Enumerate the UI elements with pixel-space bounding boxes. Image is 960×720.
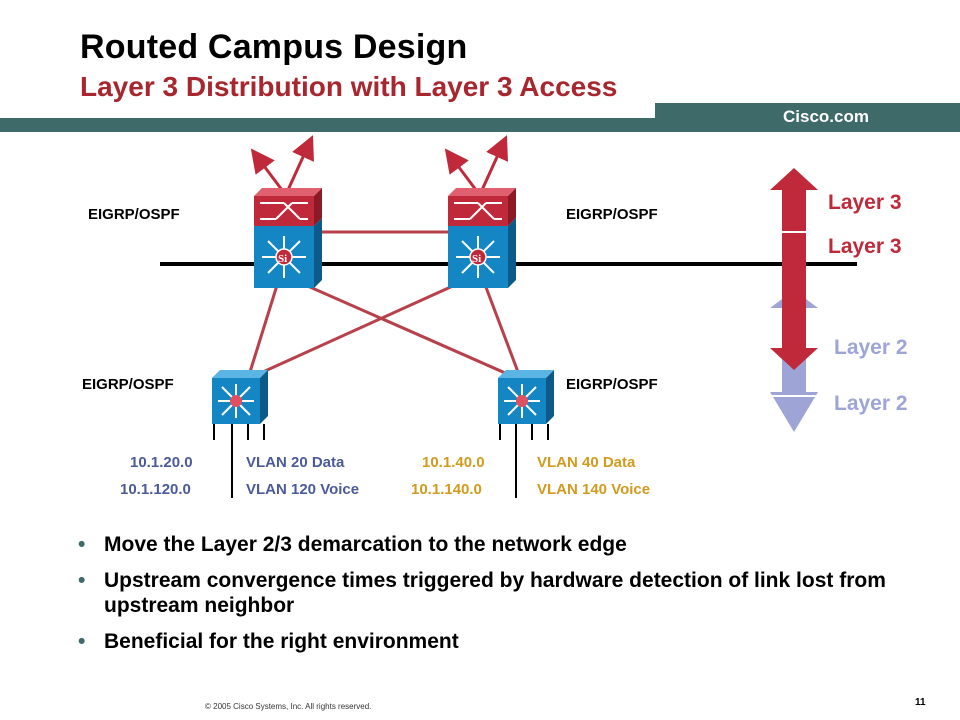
bullet-dot-icon: • (78, 533, 86, 556)
protocol-label-distribution-left: EIGRP/OSPF (88, 206, 180, 223)
bullet-text: Upstream convergence times triggered by … (104, 569, 886, 617)
subnet-network-left-voice: 10.1.120.0 (120, 481, 191, 498)
access-switch-left (212, 370, 268, 498)
bullet-item: • Move the Layer 2/3 demarcation to the n… (78, 532, 918, 557)
subnet-vlan-right-data: VLAN 40 Data (537, 454, 636, 471)
access-switch-right (498, 370, 554, 498)
slide-title: Routed Campus Design (80, 28, 468, 66)
protocol-label-distribution-right: EIGRP/OSPF (566, 206, 658, 223)
bullet-text: Beneficial for the right environment (104, 630, 459, 653)
bullet-list: • Move the Layer 2/3 demarcation to the n… (78, 532, 918, 665)
network-links (248, 230, 520, 378)
cisco-logo: Cisco.com (783, 107, 869, 126)
layer-label-3-top: Layer 3 (828, 191, 902, 214)
bullet-text: Move the Layer 2/3 demarcation to the ne… (104, 533, 627, 556)
distribution-switch-left: Si (254, 188, 322, 288)
bullet-dot-icon: • (78, 630, 86, 653)
subnet-vlan-right-voice: VLAN 140 Voice (537, 481, 651, 498)
layer-label-3-bottom: Layer 3 (828, 235, 902, 258)
layer-arrow (768, 168, 820, 432)
page-number: 11 (915, 697, 926, 708)
protocol-label-access-left: EIGRP/OSPF (82, 376, 174, 393)
slide-subtitle: Layer 3 Distribution with Layer 3 Access (80, 71, 618, 102)
svg-text:Si: Si (278, 253, 287, 265)
subnet-network-right-voice: 10.1.140.0 (411, 481, 482, 498)
bullet-item: • Beneficial for the right environment (78, 629, 918, 654)
layer-label-2-top: Layer 2 (834, 336, 908, 359)
svg-text:Si: Si (472, 253, 481, 265)
layer-label-2-bottom: Layer 2 (834, 392, 908, 415)
uplink-arrows (250, 135, 508, 191)
subnet-network-right-data: 10.1.40.0 (422, 454, 485, 471)
subnet-network-left-data: 10.1.20.0 (130, 454, 193, 471)
distribution-switch-right: Si (448, 188, 516, 288)
subnet-vlan-left-data: VLAN 20 Data (246, 454, 345, 471)
subnet-vlan-left-voice: VLAN 120 Voice (246, 481, 360, 498)
header-tab (655, 103, 960, 132)
bullet-dot-icon: • (78, 569, 86, 592)
protocol-label-access-right: EIGRP/OSPF (566, 376, 658, 393)
bullet-item: • Upstream convergence times triggered by… (78, 568, 918, 618)
copyright-footer: © 2005 Cisco Systems, Inc. All rights re… (205, 702, 372, 711)
